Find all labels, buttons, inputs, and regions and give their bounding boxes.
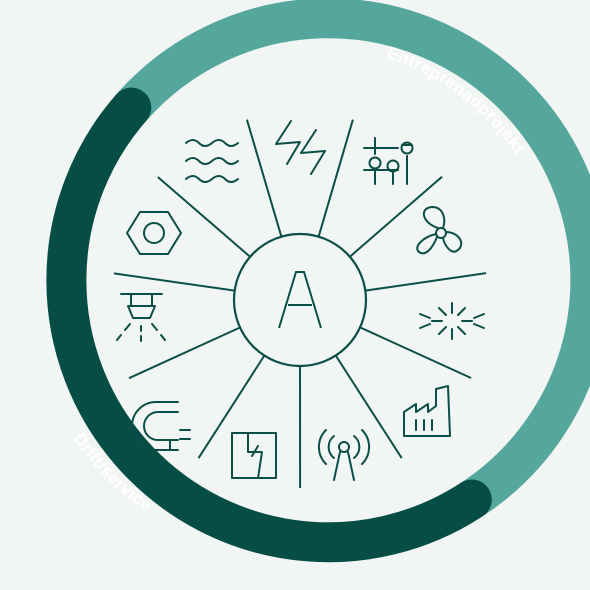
ring-segment-entreprenadprojekt [111, 0, 590, 520]
hub-logo [278, 271, 322, 329]
electrical-panel-icon [231, 432, 277, 479]
lightning-icon [275, 120, 326, 175]
spoke-line [113, 272, 235, 292]
ring-segment-drift-service [46, 87, 492, 563]
antenna-icon [317, 429, 371, 481]
spoke-line [128, 326, 241, 380]
sprinkler-icon [116, 293, 166, 342]
spoke-line [245, 119, 283, 237]
spokes [113, 119, 487, 489]
hex-nut-icon [126, 211, 182, 255]
waves-icon [185, 139, 239, 183]
spoke-line [317, 119, 354, 237]
fan-icon [416, 206, 463, 255]
spoke-line [334, 354, 403, 459]
pipe-icon [131, 401, 191, 451]
factory-icon [403, 385, 451, 437]
hub-circle [232, 232, 368, 368]
spoke-line [365, 272, 487, 292]
spoke-line [157, 176, 251, 258]
snowflake-icon [419, 302, 485, 340]
sliders-icon [363, 137, 414, 185]
spoke-line [359, 326, 472, 379]
spoke-line [197, 354, 266, 459]
spoke-line [349, 176, 443, 258]
